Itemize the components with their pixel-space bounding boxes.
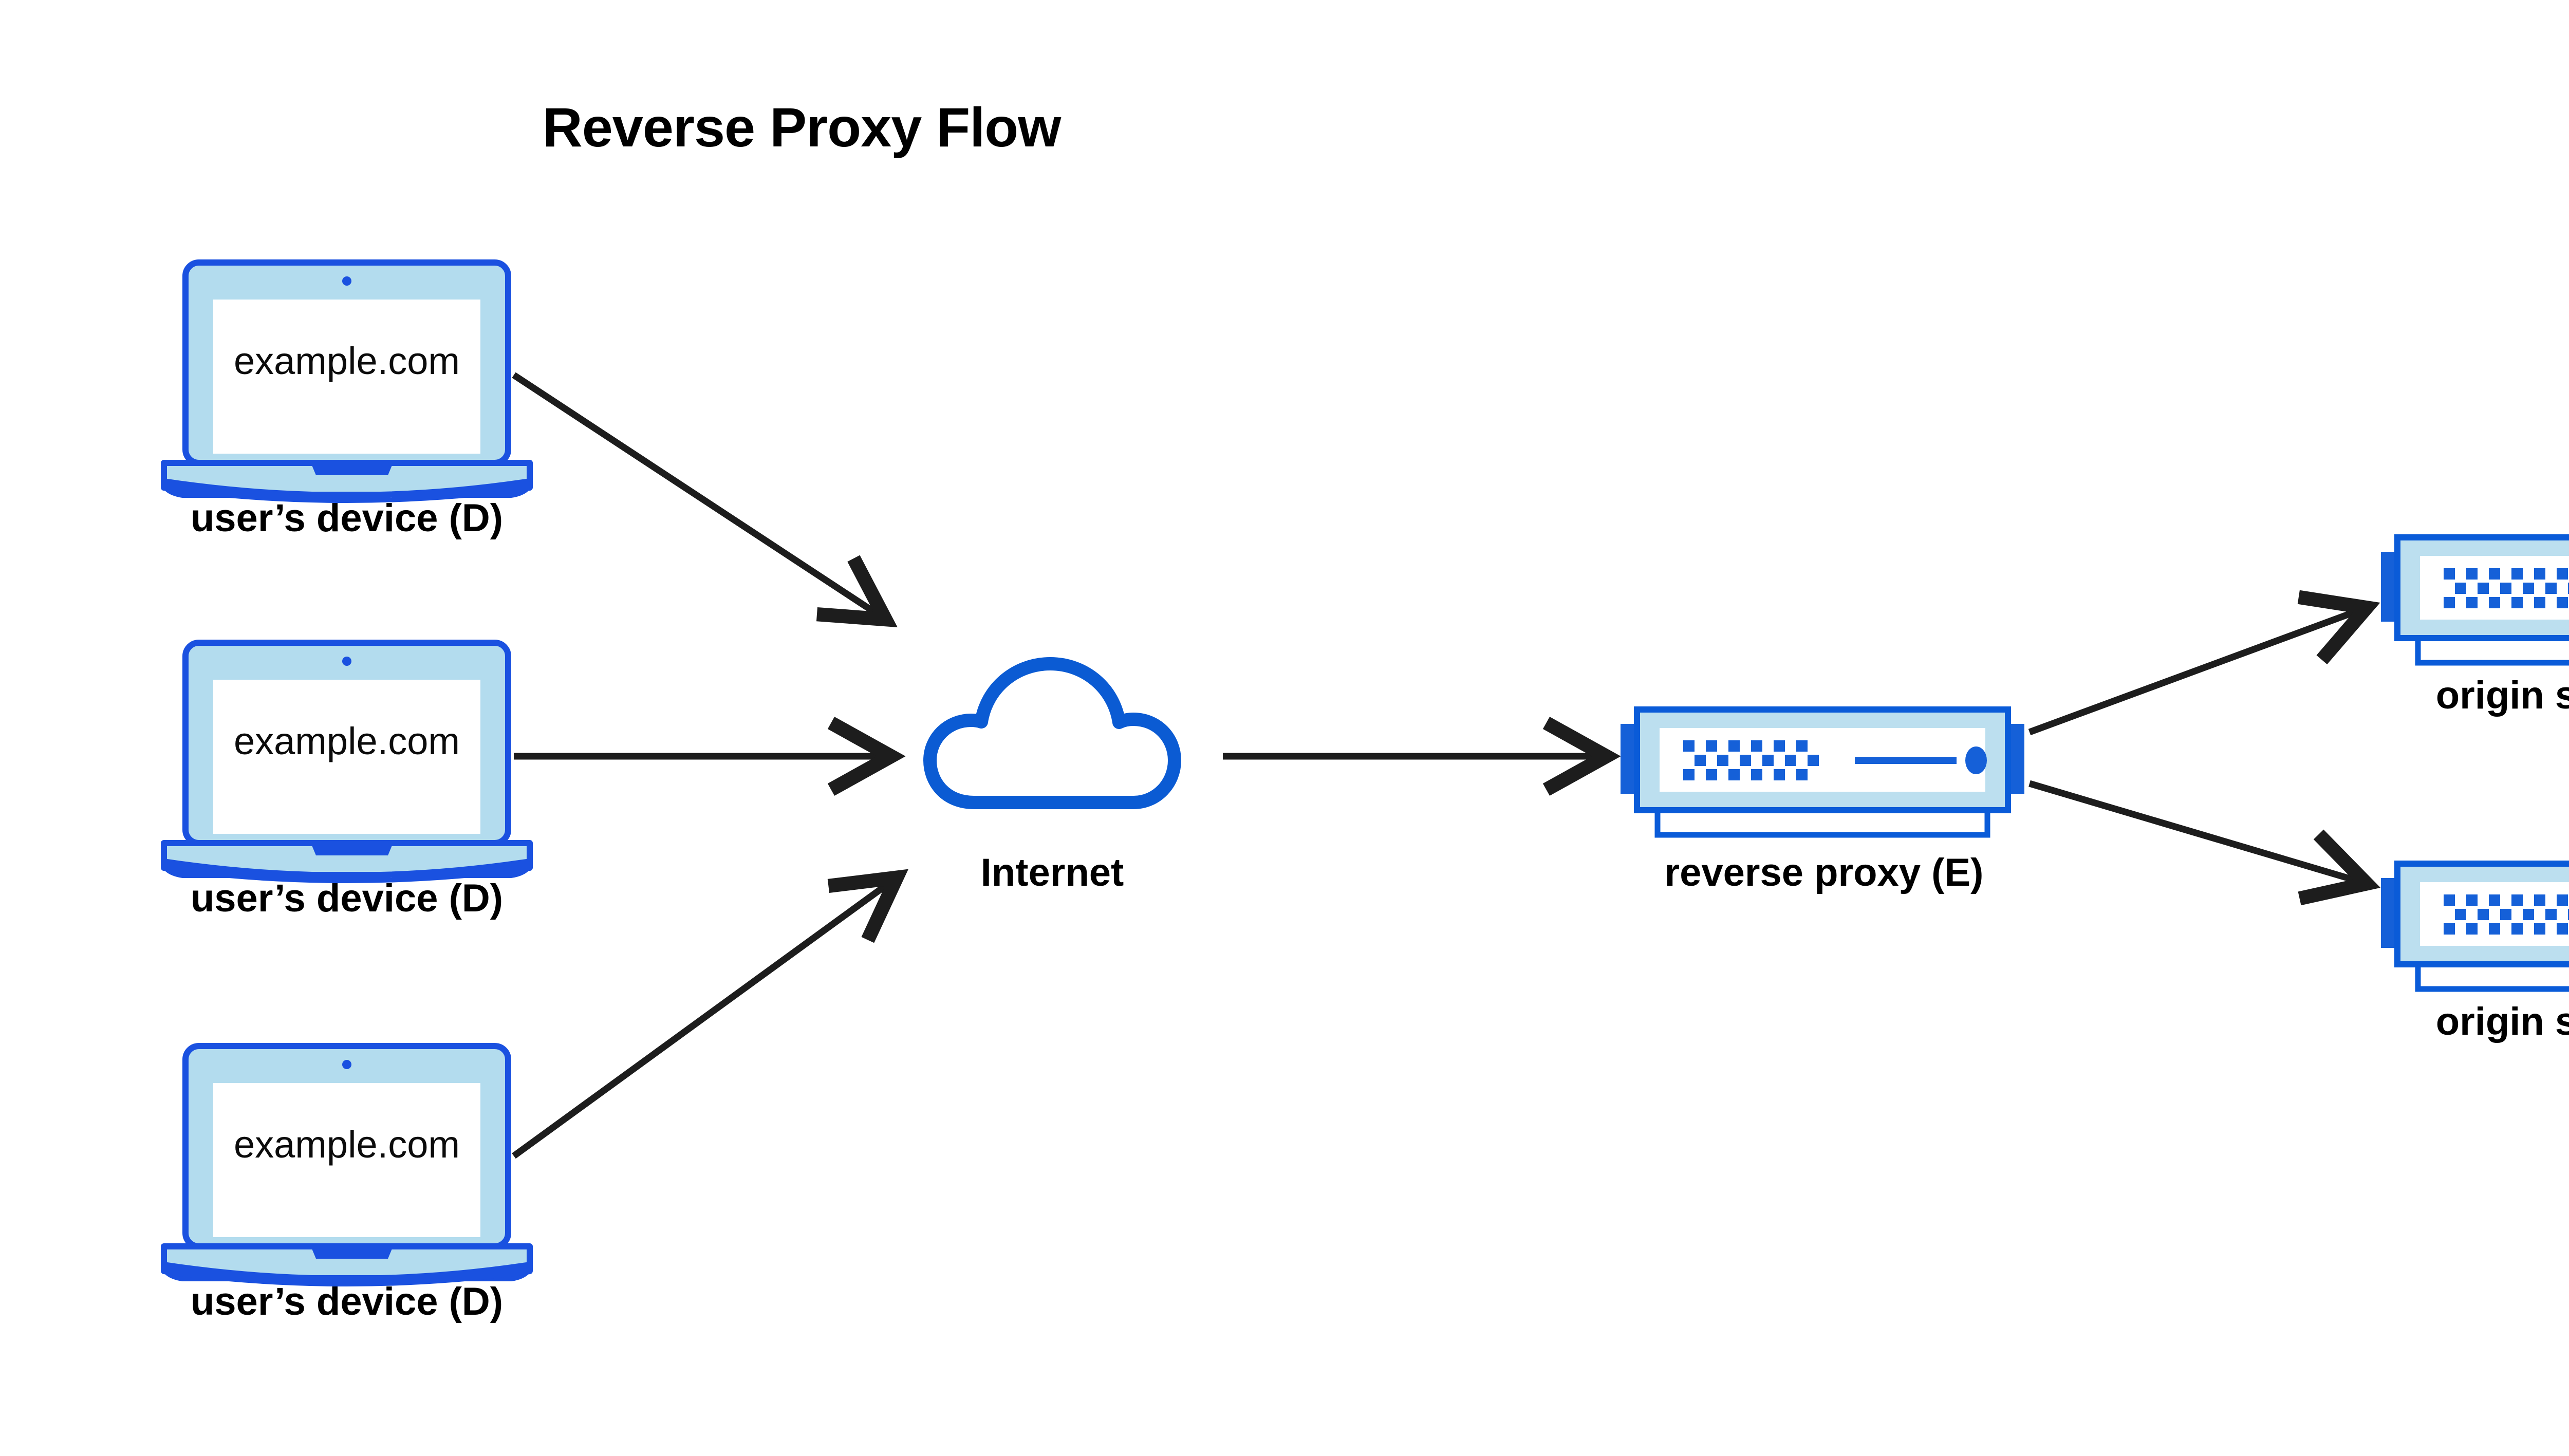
reverse-proxy-label: reverse proxy (E)	[1664, 851, 1984, 894]
device-middle-label: user’s device (D)	[190, 876, 504, 920]
origin-server-bottom-label: origin server (F)	[2435, 1000, 2569, 1043]
device-bottom-label: user’s device (D)	[190, 1280, 504, 1323]
device-bottom-screen-text: example.com	[233, 1123, 460, 1166]
cloud-icon	[930, 664, 1175, 802]
internet-label: Internet	[980, 851, 1124, 894]
edge-device-bottom-to-cloud	[512, 869, 908, 1159]
reverse-proxy-icon	[1621, 710, 2024, 835]
origin-server-top-label: origin server (F)	[2435, 674, 2569, 717]
device-middle-screen-text: example.com	[233, 720, 460, 762]
device-top-label: user’s device (D)	[190, 496, 504, 540]
edge-device-top-to-cloud	[512, 372, 898, 628]
origin-server-bottom-icon	[2381, 864, 2569, 989]
edge-proxy-to-origin-bottom	[2028, 780, 2381, 906]
origin-server-top-icon	[2381, 537, 2569, 663]
edge-proxy-to-origin-top	[2028, 590, 2380, 736]
device-top-screen-text: example.com	[233, 340, 460, 382]
page-title: Reverse Proxy Flow	[542, 96, 1061, 158]
